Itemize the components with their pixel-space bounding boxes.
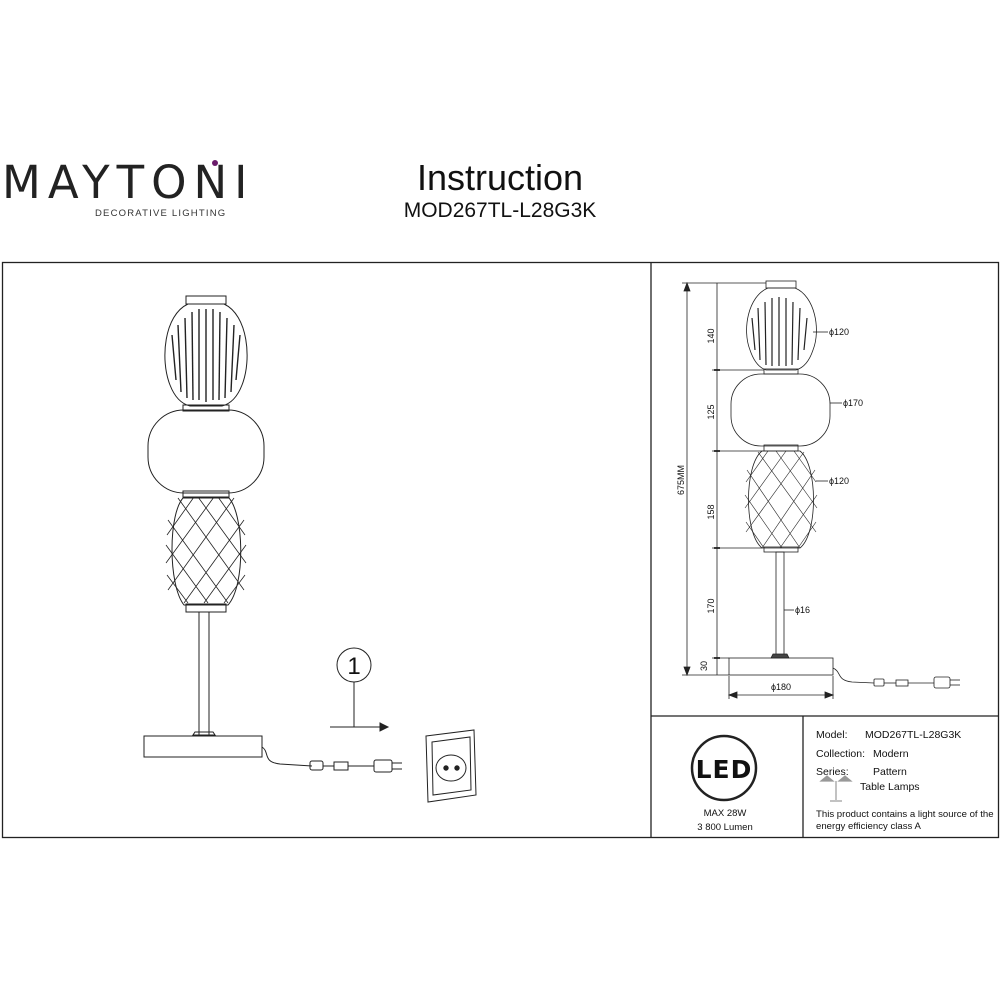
dim-base-diameter: ϕ180 (771, 682, 791, 692)
spec-power: MAX 28W (703, 808, 747, 819)
brand-logo: MAYTONI (2, 156, 255, 209)
dim-segment-5: 30 (699, 661, 709, 671)
lamp-top-shade (164, 303, 248, 407)
socket-face (435, 754, 467, 782)
dim-top-shade (746, 287, 817, 371)
spec-type-value: Table Lamps (860, 781, 920, 793)
lamp-collar-1 (182, 404, 230, 412)
dim-segment-2: 125 (706, 404, 716, 419)
brand-tagline: DECORATIVE LIGHTING (95, 208, 227, 219)
dim-stem-diameter: ϕ16 (795, 605, 810, 615)
lamp-stem (198, 611, 210, 736)
lamp-base (143, 735, 263, 758)
wall-socket (425, 729, 477, 803)
dimension-drawing (682, 280, 960, 699)
table-lamp-icon (819, 775, 853, 802)
frame-outer (1, 261, 1000, 839)
spec-lumen: 3 800 Lumen (697, 822, 753, 833)
lamp-bottom-lattice (165, 496, 247, 604)
document-title: Instruction (416, 157, 584, 198)
spec-model-label: Model: (816, 729, 848, 741)
dim-segment-3: 158 (706, 504, 716, 519)
dim-base (728, 657, 834, 676)
step-arrow-head (379, 722, 390, 732)
dim-bottom-shade (748, 450, 814, 549)
dim-middle-shade (730, 373, 831, 447)
dim-segment-4: 170 (706, 598, 716, 613)
spec-energy-note-2: energy efficiency class A (816, 821, 921, 832)
dim-top-diameter: ϕ120 (829, 327, 849, 337)
lamp-cable (261, 746, 313, 767)
step-circle (336, 647, 372, 683)
cable-strain-relief (333, 761, 349, 771)
spec-series-value: Pattern (873, 766, 907, 778)
logo-accent-dot (212, 160, 218, 166)
lamp-stem-foot (192, 731, 216, 736)
dim-total-height: 675MM (676, 465, 686, 495)
lamp-illustration (143, 295, 477, 803)
dim-segment-1: 140 (706, 328, 716, 343)
lamp-collar-2 (182, 490, 230, 499)
plug-body (373, 759, 393, 773)
lamp-middle-shade (147, 409, 265, 494)
dim-bottom-diameter: ϕ120 (829, 476, 849, 486)
dim-middle-diameter: ϕ170 (843, 398, 863, 408)
spec-energy-note-1: This product contains a light source of … (816, 809, 994, 820)
spec-model-value: MOD267TL-L28G3K (865, 729, 962, 741)
lamp-top-cap (185, 295, 227, 305)
step-number: 1 (347, 653, 360, 680)
spec-collection-value: Modern (873, 748, 909, 760)
lamp-bottom-shade (171, 496, 242, 606)
lamp-top-ribs (171, 309, 241, 402)
led-badge-circle (690, 734, 758, 802)
spec-series-label: Series: (816, 766, 849, 778)
spec-collection-label: Collection: (816, 748, 866, 760)
document-model: MOD267TL-L28G3K (403, 199, 597, 222)
led-badge-text: LED (696, 755, 753, 784)
